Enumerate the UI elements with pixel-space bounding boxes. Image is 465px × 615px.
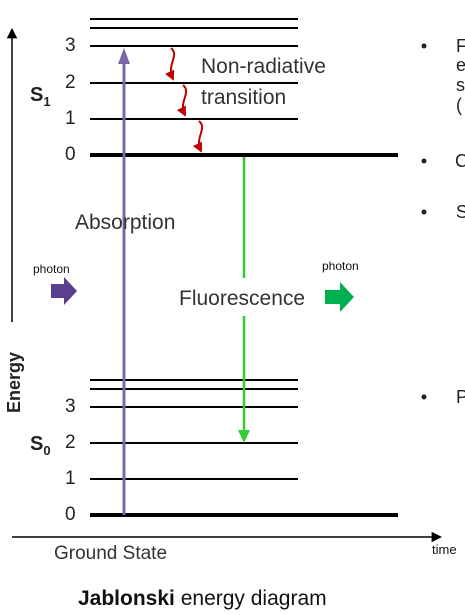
right-fragment-paren: (: [456, 95, 462, 115]
nonradiative-label-line1: Non-radiative: [201, 55, 326, 78]
nonradiative-arrows: [165, 47, 204, 153]
s1-level-3-number: 3: [65, 35, 76, 56]
photon-in-arrow: [51, 277, 77, 305]
fluorescence-label: Fluorescence: [179, 287, 306, 310]
nonradiative-arrow-3-2: [165, 47, 176, 81]
s0-level-0-number: 0: [65, 504, 76, 525]
photon-out-arrow: [325, 282, 354, 312]
s0-level-3-number: 3: [65, 396, 76, 417]
s0-level-2-number: 2: [65, 432, 76, 453]
right-fragment-s: s: [456, 75, 465, 95]
right-fragment-f: F: [456, 36, 465, 56]
bullet-dots: [421, 43, 427, 400]
s0-level-1-number: 1: [65, 468, 76, 489]
s1-level-1-number: 1: [65, 108, 76, 129]
caption-rest: energy diagram: [174, 587, 327, 610]
nonradiative-arrow-2-1: [176, 84, 188, 117]
right-fragment-e: e: [456, 55, 465, 75]
absorption-label: Absorption: [75, 211, 176, 234]
diagram-caption: Jablonski energy diagram: [78, 587, 327, 611]
absorption-arrow: [118, 48, 130, 515]
photon-out-label: photon: [322, 259, 359, 273]
caption-bold: Jablonski: [78, 587, 175, 610]
right-fragment-s2: S: [456, 202, 465, 222]
fluorescence-arrow: [238, 157, 250, 443]
right-fragment-c: C: [455, 151, 465, 171]
ground-state-label: Ground State: [54, 543, 168, 564]
energy-axis-label: Energy: [4, 351, 25, 414]
time-axis-label: time: [432, 542, 457, 557]
photon-in-label: photon: [33, 262, 70, 276]
s1-level-2-number: 2: [65, 72, 76, 93]
s1-state-label: S1: [30, 84, 51, 109]
s0-state-label: S0: [30, 433, 51, 458]
s1-level-0-number: 0: [65, 144, 76, 165]
nonradiative-arrow-1-0: [192, 120, 204, 153]
right-fragment-p: P: [456, 387, 465, 407]
nonradiative-label-line2: transition: [201, 86, 287, 109]
